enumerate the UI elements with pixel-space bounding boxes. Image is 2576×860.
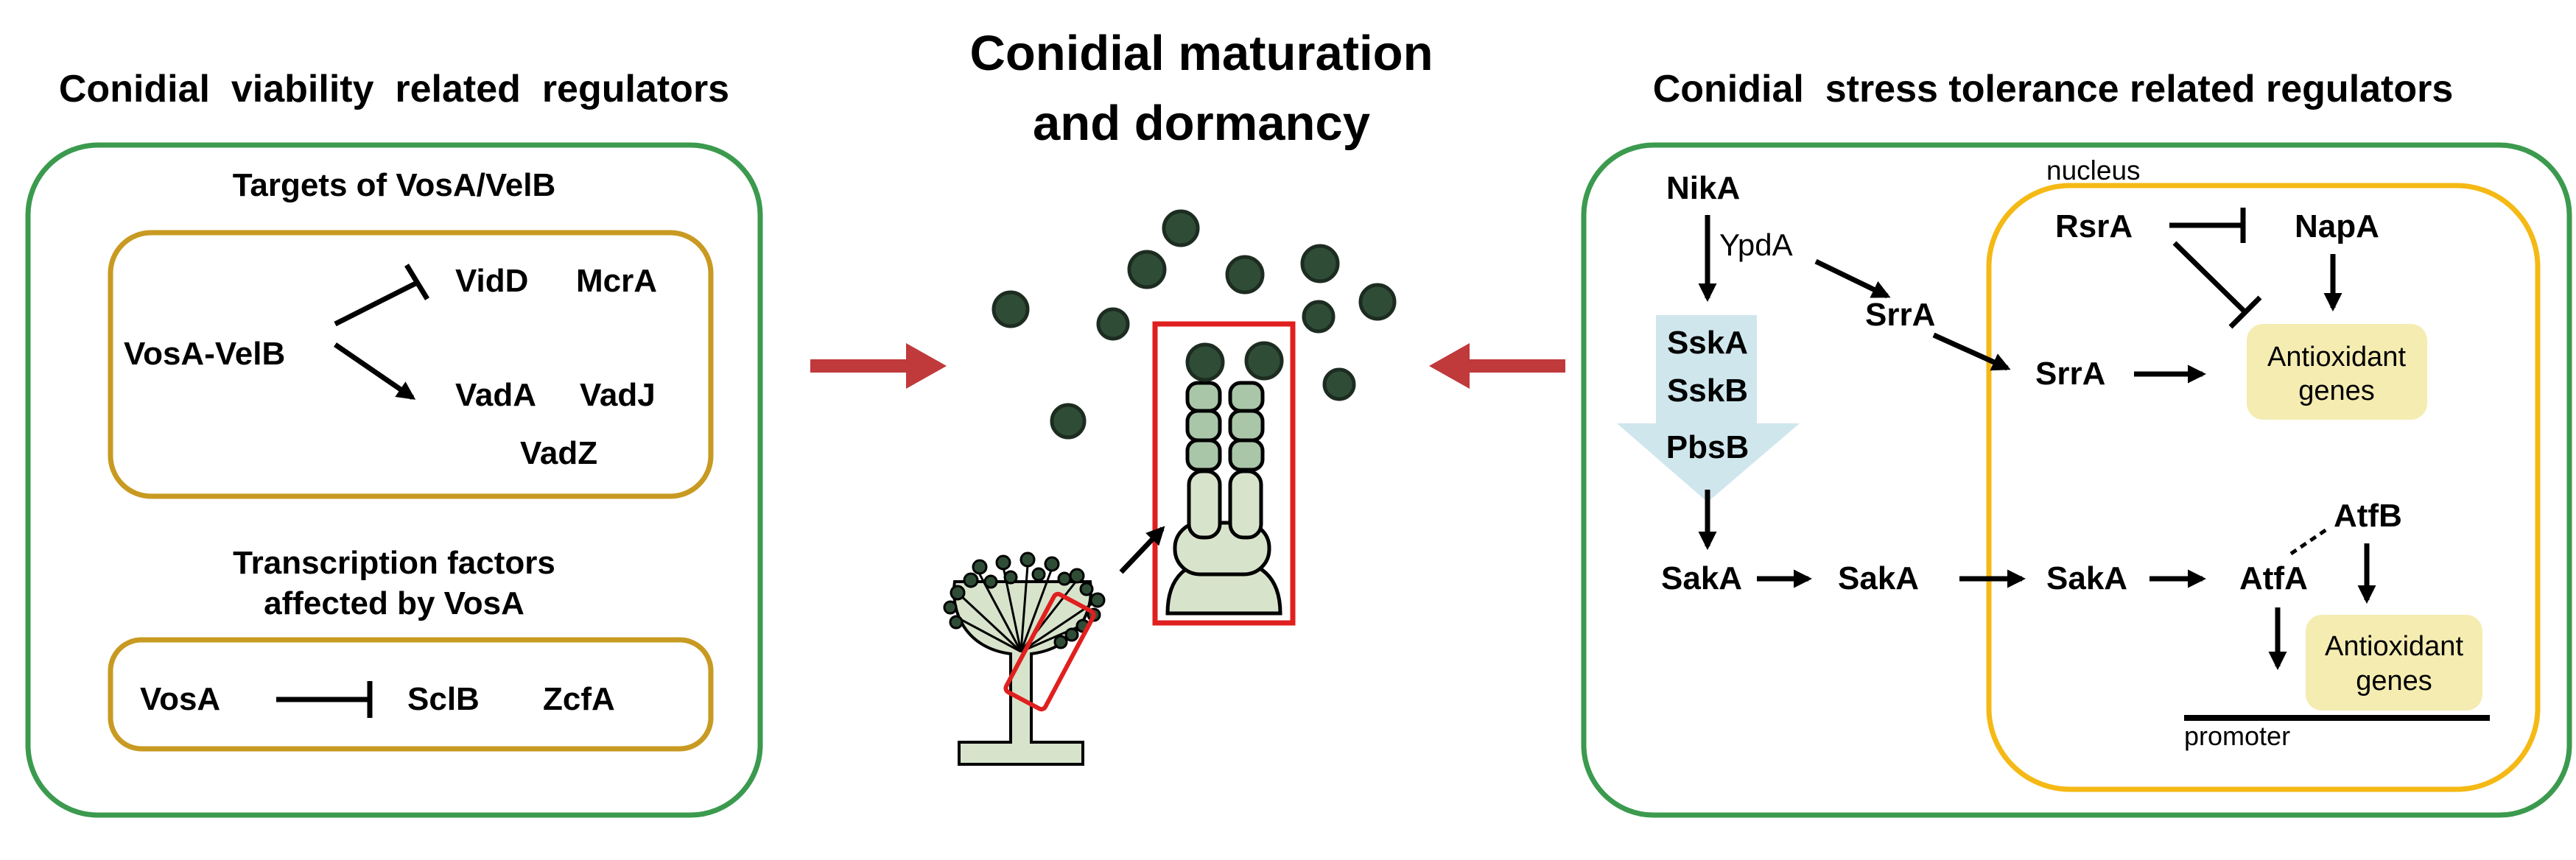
right-panel-title: Conidial stress tolerance related regula…: [1653, 68, 2454, 110]
srra-nuc-label: SrrA: [2035, 356, 2105, 392]
red-arrow-right: [810, 343, 947, 389]
antiox1-line2: genes: [2298, 376, 2375, 406]
zoomed-conidiophore: [1152, 321, 1296, 626]
atfa-atfb-interaction: [2289, 526, 2329, 556]
atfa-label: AtfA: [2239, 560, 2308, 596]
rsra-label: RsrA: [2055, 208, 2133, 244]
right-panel-frame: [1581, 142, 2572, 818]
tf-box: [108, 637, 714, 752]
small-zoom-frame: [1003, 591, 1096, 712]
left-panel-title: Conidial viability related regulators: [59, 68, 729, 110]
target-vada: VadA: [455, 377, 536, 413]
zoom-frame: [1152, 321, 1296, 626]
tf-target-sclb: SclB: [407, 681, 480, 717]
center-title-line2: and dormancy: [1033, 96, 1370, 151]
target-mcra: McrA: [576, 263, 657, 299]
antiox2-line2: genes: [2356, 666, 2432, 697]
red-arrow-left: [1429, 343, 1565, 389]
promoter-label: promoter: [2184, 721, 2290, 751]
rsra-inhibit-genes: [2172, 241, 2247, 314]
antiox1-line1: Antioxidant: [2267, 342, 2406, 373]
inhibit-bar: [404, 264, 429, 300]
target-vadz: VadZ: [520, 435, 597, 471]
cascade-sskb: SskB: [1667, 373, 1748, 409]
tf-source-vosa: VosA: [140, 681, 220, 717]
ypda-arrow: [1814, 258, 1891, 299]
ypda-label: YpdA: [1719, 228, 1793, 262]
cascade-arrow: [1617, 315, 1800, 502]
targets-title: Targets of VosA/VelB: [233, 167, 555, 203]
zoom-arrow: [1119, 526, 1165, 574]
antiox2-line1: Antioxidant: [2325, 631, 2463, 662]
regulator-vosa-velb: VosA-VelB: [124, 336, 285, 372]
antioxidant-genes-box-2: [2306, 615, 2482, 711]
srra-import-arrow: [1932, 332, 2011, 371]
saka-1-label: SakA: [1661, 560, 1742, 596]
cascade-sska: SskA: [1667, 325, 1748, 361]
antioxidant-genes-box-1: [2247, 324, 2427, 420]
activation-arrow: [334, 342, 416, 400]
nika-label: NikA: [1666, 170, 1740, 206]
tf-title-line2: affected by VosA: [264, 585, 524, 621]
tf-target-zcfa: ZcfA: [543, 681, 615, 717]
target-vadj: VadJ: [580, 377, 656, 413]
dispersed-conidia: [992, 209, 1397, 440]
inhibit-line: [334, 279, 420, 327]
tf-title-line1: Transcription factors: [233, 545, 555, 581]
small-conidiophore: [943, 551, 1106, 766]
center-title-line1: Conidial maturation: [969, 26, 1433, 81]
nucleus-frame: [1986, 183, 2541, 792]
nucleus-label: nucleus: [2046, 155, 2141, 186]
saka-3-label: SakA: [2046, 560, 2127, 596]
rsra-inhibit-genes-bar: [2228, 295, 2262, 329]
srra-cyto-label: SrrA: [1865, 297, 1935, 333]
target-vidd: VidD: [455, 263, 528, 299]
saka-2-label: SakA: [1838, 560, 1919, 596]
atfb-label: AtfB: [2334, 498, 2402, 534]
cascade-pbsb: PbsB: [1666, 429, 1749, 465]
napa-label: NapA: [2295, 208, 2379, 244]
left-panel-frame: [25, 142, 763, 818]
targets-box: [108, 230, 714, 499]
